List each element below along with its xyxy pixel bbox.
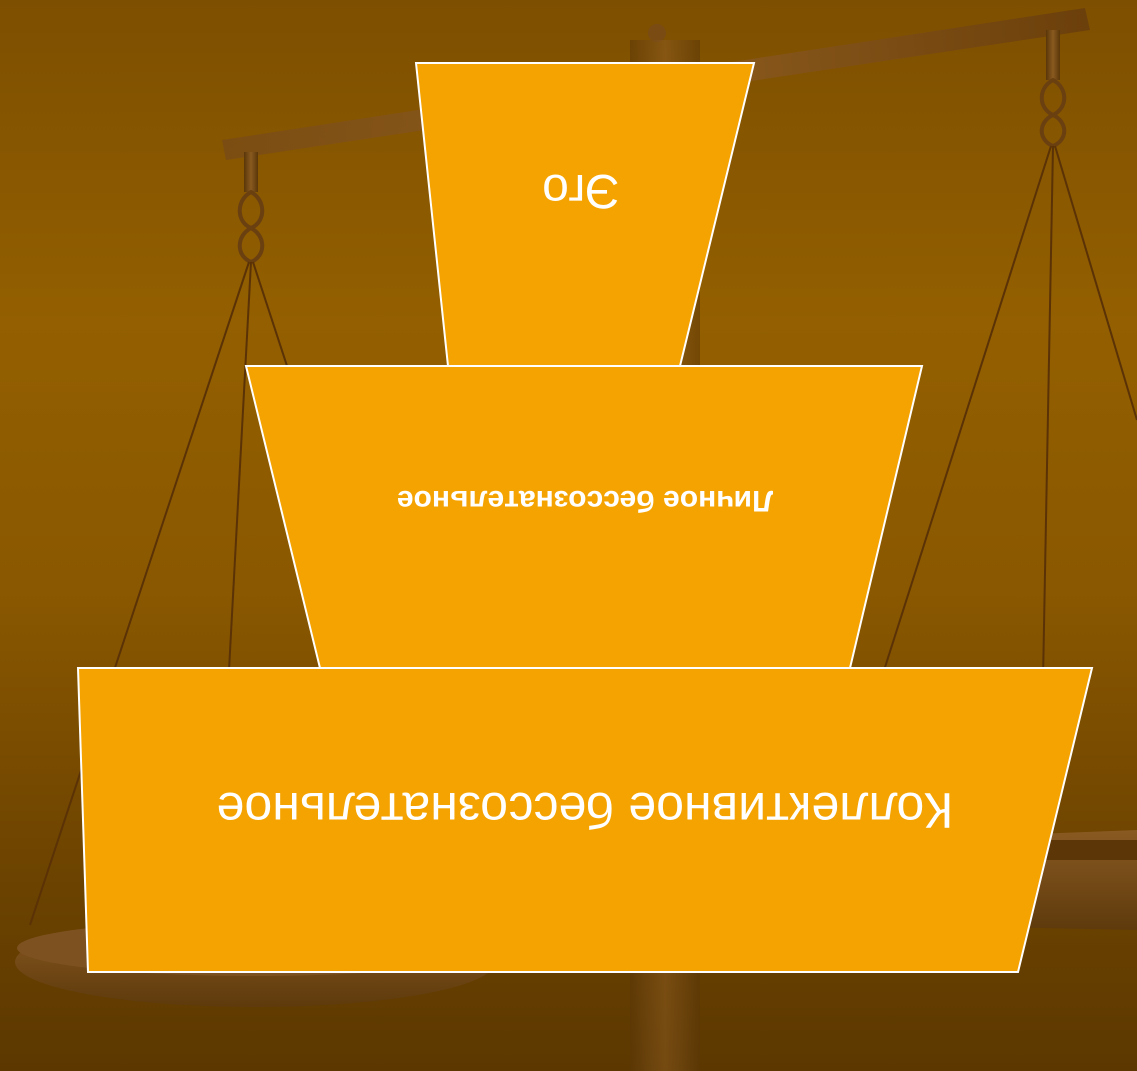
pyramid-block-collective xyxy=(76,667,1094,973)
ego-label: Эго xyxy=(542,164,620,217)
right-hanger xyxy=(1046,30,1060,80)
collective-unconscious-label: Коллективное бессознательное xyxy=(216,782,954,838)
personal-unconscious-label: Личное бессознательное xyxy=(396,484,774,517)
left-cord xyxy=(29,261,250,926)
left-hanger xyxy=(244,152,258,192)
scales-pivot xyxy=(648,24,666,42)
right-cord xyxy=(1054,145,1137,421)
